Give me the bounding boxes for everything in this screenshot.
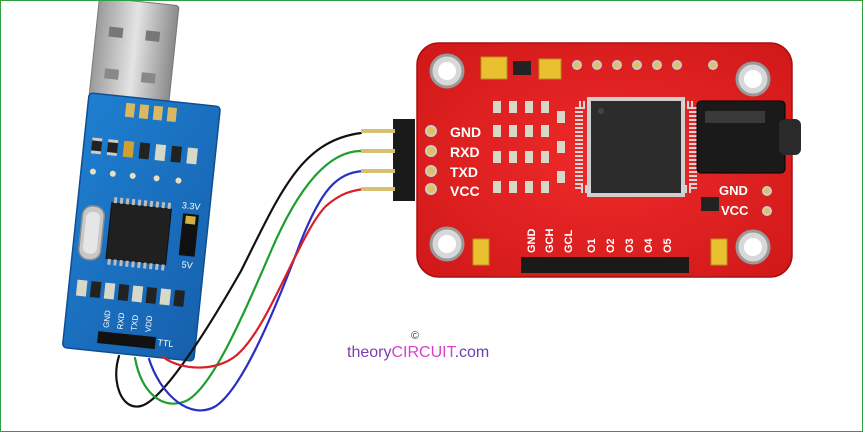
module-bottom-labels: GND GCH GCL O1 O2 O3 O4 O5: [526, 229, 674, 254]
module-pin-label: RXD: [450, 144, 480, 160]
watermark-part-circuit: CIRCUIT: [391, 344, 455, 361]
watermark-part-com: .com: [454, 344, 490, 361]
usb-contact-pads: [124, 102, 178, 123]
module-bottom-pin-label: GND: [526, 229, 538, 254]
site-watermark: theoryCIRCUIT.com ©: [347, 330, 490, 362]
module-bottom-pin-label: GCL: [563, 230, 575, 254]
module-pin-label: TXD: [450, 164, 478, 180]
module-bottom-header: [521, 257, 689, 273]
top-through-holes: [572, 60, 718, 70]
jumper-label-5v: 5V: [181, 259, 193, 270]
module-header-labels: GND RXD TXD VCC: [450, 124, 481, 199]
module-power-label: GND: [719, 183, 748, 198]
module-smd-parts: [493, 101, 565, 193]
smd-components-bottom: [75, 279, 185, 307]
voice-mcu-chip: [575, 97, 697, 197]
wire-red: [161, 187, 365, 369]
adapter-pin-labels: GND RXD TXD VDD TTL: [102, 310, 174, 349]
module-power-label: VCC: [721, 203, 749, 218]
adapter-pin-label: TXD: [130, 314, 141, 331]
module-pin-label: VCC: [450, 183, 480, 199]
module-bottom-pin-label: O5: [662, 238, 674, 253]
module-bottom-pin-label: O3: [624, 238, 636, 253]
adapter-pin-header: [97, 331, 156, 350]
mounting-holes: [429, 53, 771, 265]
copyright-symbol: ©: [411, 330, 420, 342]
wire-blue: [147, 169, 365, 412]
wire-black: [115, 131, 363, 408]
module-pin-header: [361, 119, 437, 201]
usb-serial-chip: [105, 197, 173, 271]
smd-components-top: [89, 137, 198, 184]
module-bottom-pin-label: GCH: [544, 229, 556, 254]
module-pin-label: GND: [450, 124, 481, 140]
adapter-pin-label: GND: [102, 310, 113, 329]
usb-plug: [87, 1, 180, 121]
ttl-label: TTL: [157, 337, 174, 349]
module-power-labels: GND VCC: [719, 183, 772, 218]
voltage-jumper: 3.3V 5V: [178, 200, 201, 271]
voice-recognition-module: GND RXD TXD VCC GND VCC GND GCH GCL O1 O…: [361, 42, 801, 278]
jumper-label-3v3: 3.3V: [181, 200, 200, 212]
crystal-oscillator: [78, 205, 106, 261]
wire-green: [133, 149, 363, 405]
module-bottom-pin-label: O4: [643, 237, 655, 253]
module-bottom-pin-label: O1: [586, 238, 598, 253]
adapter-pin-label: RXD: [116, 312, 127, 330]
tantalum-capacitors: [472, 56, 728, 266]
usb-ttl-adapter: 3.3V 5V GND RXD TX: [62, 1, 221, 362]
audio-jack: [696, 100, 801, 174]
module-bottom-pin-label: O2: [605, 238, 617, 253]
jumper-wires: [115, 131, 365, 412]
adapter-pin-label: VDD: [143, 315, 154, 333]
watermark-part-theory: theory: [347, 344, 392, 361]
